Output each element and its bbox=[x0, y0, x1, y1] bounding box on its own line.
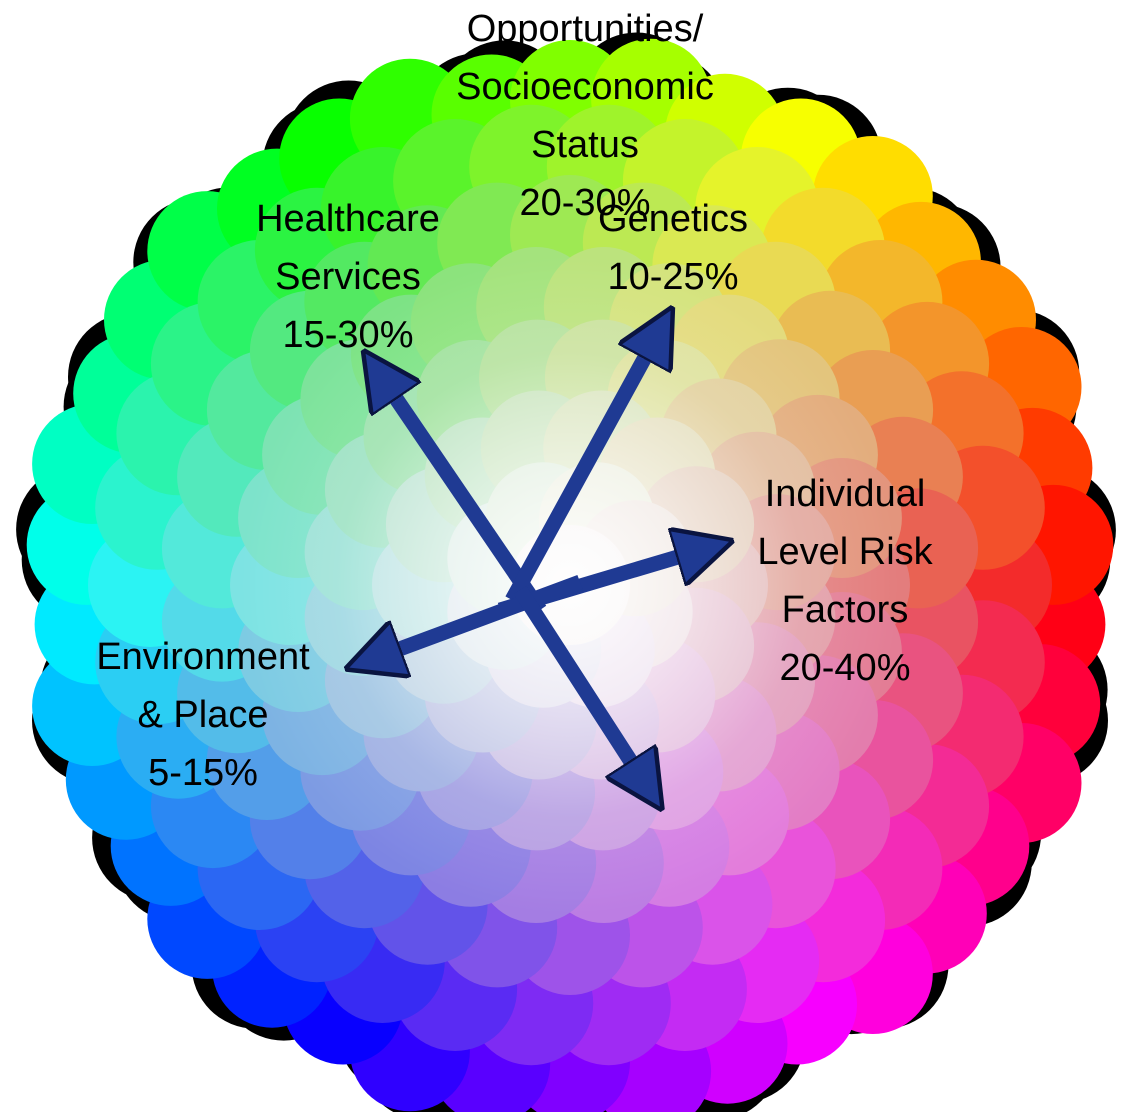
opportunities-line-1: Opportunities/ bbox=[466, 8, 704, 50]
arrow-to-healthcare bbox=[378, 372, 547, 615]
opportunities-line-3: Status bbox=[531, 124, 639, 166]
opportunities-line-2: Socioeconomic bbox=[456, 66, 714, 108]
individual-line-2: Level Risk bbox=[757, 531, 933, 573]
label-individual-risk-factors: Individual Level Risk Factors 20-40% bbox=[732, 465, 958, 697]
label-opportunities-socioeconomic: Opportunities/ Socioeconomic Status 20-3… bbox=[420, 0, 750, 232]
label-environment-place: Environment & Place 5-15% bbox=[68, 628, 338, 802]
arrow-to-genetics bbox=[505, 330, 660, 604]
individual-line-4: 20-40% bbox=[779, 647, 911, 689]
individual-line-3: Factors bbox=[781, 589, 909, 631]
environment-line-1: Environment bbox=[96, 636, 310, 678]
environment-line-2: & Place bbox=[137, 694, 269, 736]
label-genetics: Genetics 10-25% bbox=[578, 190, 768, 306]
arrow-to-opportunities bbox=[513, 585, 648, 788]
healthcare-line-1: Healthcare bbox=[256, 198, 440, 240]
healthcare-line-2: Services bbox=[275, 256, 421, 298]
arrow-to-environment bbox=[370, 574, 583, 660]
genetics-line-2: 10-25% bbox=[607, 256, 739, 298]
arrows bbox=[370, 330, 708, 788]
genetics-line-1: Genetics bbox=[598, 198, 748, 240]
label-healthcare-services: Healthcare Services 15-30% bbox=[232, 190, 464, 364]
individual-line-1: Individual bbox=[764, 473, 926, 515]
environment-line-3: 5-15% bbox=[148, 752, 258, 794]
opportunities-line-4: 20-30% bbox=[519, 182, 651, 224]
healthcare-line-3: 15-30% bbox=[282, 314, 414, 356]
